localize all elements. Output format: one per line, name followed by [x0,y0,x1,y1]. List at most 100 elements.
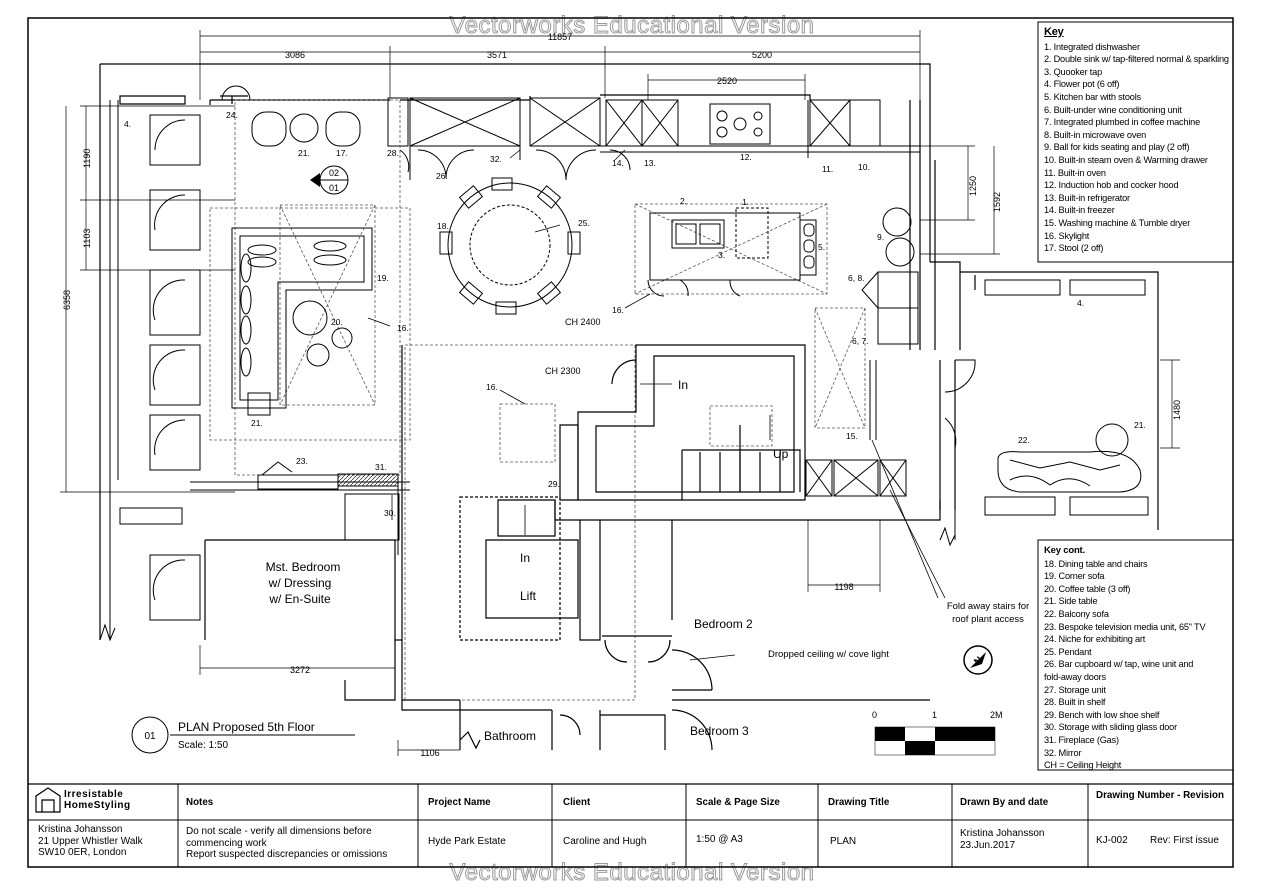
key-box [1037,21,1234,263]
tag-21c: 21. [1134,420,1146,430]
ch2300-label: CH 2300 [545,366,581,376]
key-cont-item: 21. Side table [1044,596,1098,607]
lift-in-label: In [520,551,530,565]
key-cont-item: 29. Bench with low shoe shelf [1044,709,1160,720]
tag-30: 30. [384,508,396,518]
key-cont-item: 19. Corner sofa [1044,571,1105,582]
key-item: 14. Built-in freezer [1044,205,1115,216]
tag-5: 5. [818,242,825,252]
key-cont-item: 24. Niche for exhibiting art [1044,634,1146,645]
tag-25: 25. [578,218,590,228]
tag-11: 11. [822,164,833,174]
in-top-label: In [678,378,688,392]
tag-21a: 21. [298,148,310,158]
drawn-header: Drawn By and date [960,797,1049,808]
key-title: Key [1044,26,1064,38]
scale-value: 1:50 @ A3 [696,834,743,845]
tag-17: 17. [336,148,348,158]
project-header: Project Name [428,797,491,808]
room-master-2: w/ Dressing [268,576,332,590]
watermark-bottom: Vectorworks Educational Version [449,859,815,887]
leader-arrows [367,149,771,535]
notes-header: Notes [186,797,214,808]
stools-side-table [221,85,361,147]
room-bathroom: Bathroom [484,729,536,743]
key-cont-item: 28. Built in shelf [1044,697,1106,708]
tag-16a: 16. [397,323,409,333]
key-cont-item: 23. Bespoke television media unit, 65" T… [1044,621,1206,632]
key-cont-box [1037,539,1234,771]
scale-bar: 0 1 2M [872,710,1003,756]
tag-1: 1. [742,197,749,207]
key-cont-item: 18. Dining table and chairs [1044,558,1148,569]
key-item: 17. Stool (2 off) [1044,243,1104,254]
key-item: 7. Integrated plumbed in coffee machine [1044,117,1200,128]
dim-2520: 2520 [717,76,737,86]
tag-28: 28. [387,148,399,158]
lift-label: Lift [520,589,537,603]
tag-2: 2. [680,196,687,206]
key-item: 11. Built-in oven [1044,167,1106,178]
dim-overall: 11857 [548,32,572,42]
key-item: 8. Built-in microwave oven [1044,129,1147,140]
tv-unit-fireplace [190,461,410,555]
tag-6-7: 6, 7. [852,336,869,346]
tag-21b: 21. [251,418,263,428]
outer-walls [99,63,1159,640]
tag-23: 23. [296,456,308,466]
scale-1: 1 [932,710,937,720]
section-marker-bottom: 01 [329,183,339,193]
fold-away-line2: roof plant access [952,614,1024,625]
company-logo [35,787,61,813]
key-item: 9. Ball for kids seating and play (2 off… [1044,142,1190,153]
tag-4b: 4. [1077,298,1084,308]
dim-1250: 1250 [968,176,978,196]
key-item: 12. Induction hob and cocker hood [1044,180,1179,191]
key-item: 10. Built-in steam oven & Warming drawer [1044,154,1208,165]
fold-away-stair-leaders [689,439,946,661]
room-bedroom-3: Bedroom 3 [690,724,749,738]
number-value: KJ-002 [1096,835,1128,846]
tag-20: 20. [331,317,343,327]
up-label: Up [773,447,789,461]
key-cont-item: CH = Ceiling Height [1044,760,1122,771]
key-cont-item: 20. Coffee table (3 off) [1044,583,1131,594]
room-bedroom-2: Bedroom 2 [694,617,753,631]
title-block: Irresistable HomeStyling Kristina Johans… [28,784,1233,867]
plan-scale: Scale: 1:50 [178,740,228,751]
ch2400-label: CH 2400 [565,317,601,327]
tag-32: 32. [490,154,502,164]
top-cabinets [387,97,920,181]
tag-29: 29. [548,479,560,489]
key-cont-item: 31. Fireplace (Gas) [1044,734,1119,745]
drawing-title-header: Drawing Title [828,797,890,808]
tag-12: 12. [740,152,752,162]
key-cont-item: 22. Balcony sofa [1044,608,1109,619]
tag-9: 9. [877,232,884,242]
scale-2m: 2M [990,710,1003,720]
dim-1198: 1198 [834,582,853,592]
project-value: Hyde Park Estate [428,836,506,847]
key-cont-item: 30. Storage with sliding glass door [1044,722,1177,733]
scale-header: Scale & Page Size [696,797,780,808]
kitchen-island [647,207,919,345]
tag-6-8: 6, 8. [848,273,865,283]
sheet-border [27,17,1234,868]
dim-1592: 1592 [992,192,1002,212]
tag-22: 22. [1018,435,1030,445]
dim-1103: 1103 [82,229,92,248]
dropped-ceiling-label: Dropped ceiling w/ cove light [768,649,889,660]
key-cont-item: 32. Mirror [1044,747,1082,758]
tag-16c: 16. [612,305,624,315]
key-cont-item: fold-away doors [1044,671,1106,682]
living-rug-outlines [209,99,866,701]
dim-3086: 3086 [285,50,305,60]
scale-0: 0 [872,710,877,720]
notes-text: Do not scale - verify all dimensions bef… [186,826,388,860]
client-header: Client [563,797,591,808]
key-item: 13. Built-in refrigerator [1044,192,1130,203]
key-item: 6. Built-under wine conditioning unit [1044,104,1182,115]
tag-10: 10. [858,162,870,172]
